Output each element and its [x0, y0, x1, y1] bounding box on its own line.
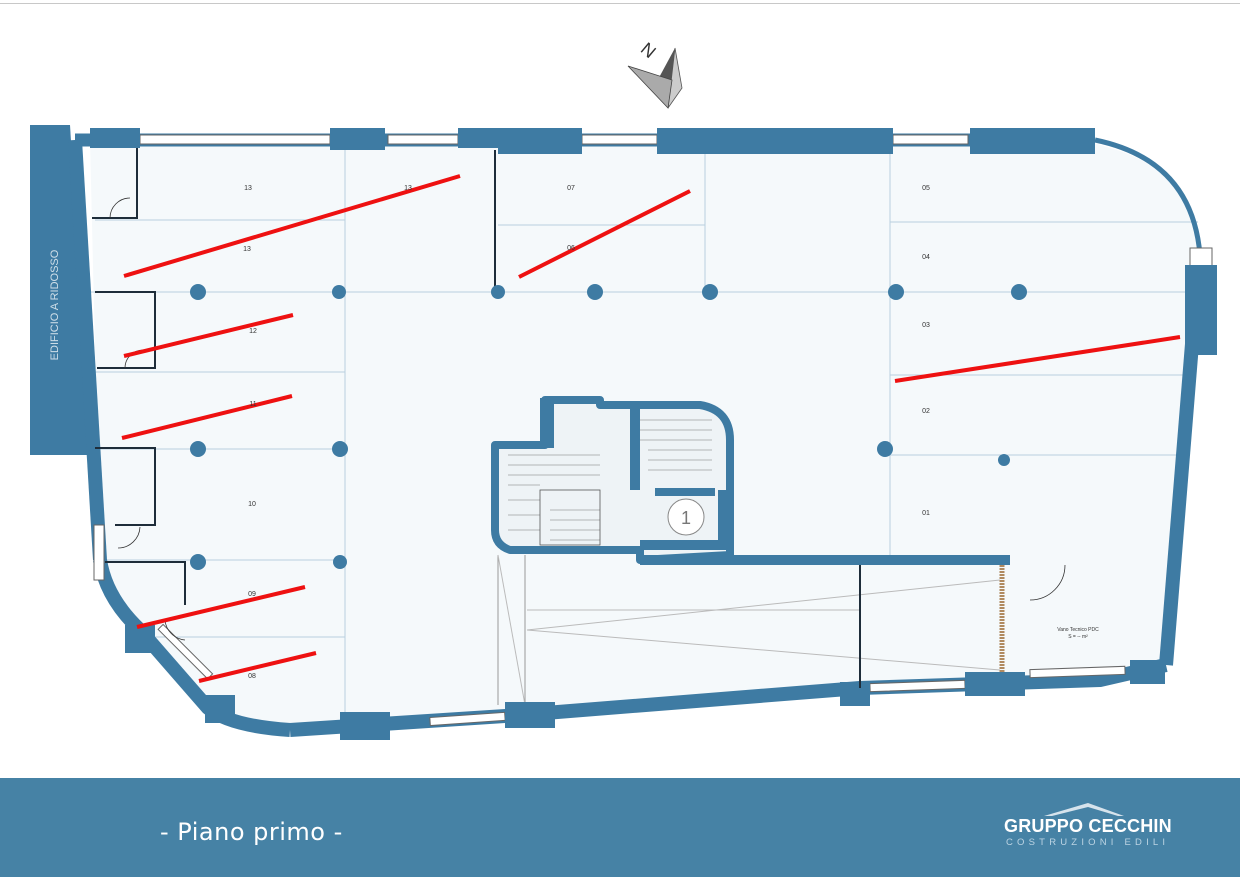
page-title: - Piano primo - — [160, 818, 343, 846]
room-label-05: 05 — [922, 185, 930, 192]
brand-tagline: COSTRUZIONI EDILI — [1006, 837, 1170, 848]
brand-name: GRUPPO CECCHIN — [1004, 816, 1172, 836]
top-divider — [0, 3, 1240, 4]
room-label-02: 02 — [922, 408, 930, 415]
north-arrow-icon: N — [627, 38, 683, 109]
room-label-11: 11 — [249, 401, 256, 408]
windows — [93, 134, 1213, 727]
north-label: N — [637, 38, 660, 62]
footer-bar: - Piano primo - GRUPPO CECCHIN COSTRUZIO… — [0, 778, 1240, 877]
adjacent-building-label: EDIFICIO A RIDOSSO — [49, 249, 61, 360]
room-label-10: 10 — [248, 501, 256, 508]
company-logo: GRUPPO CECCHIN COSTRUZIONI EDILI — [1004, 802, 1172, 852]
roof-icon — [1044, 803, 1124, 816]
room-label-06: 06 — [567, 245, 575, 252]
pilasters — [90, 128, 1217, 740]
columns — [190, 284, 1027, 570]
lift-number: 1 — [681, 508, 691, 528]
stair-core: 1 — [491, 396, 1010, 565]
room-label-03: 03 — [922, 322, 930, 329]
room-label-09: 09 — [248, 591, 256, 598]
room-label-01: 01 — [922, 510, 930, 517]
interior-walls — [92, 148, 861, 688]
floor-plan: EDIFICIO A RIDOSSO — [30, 38, 1217, 740]
red-markers — [121, 174, 1181, 683]
technical-room-area: S = -- m² — [1068, 634, 1088, 640]
room-label-04: 04 — [922, 254, 930, 261]
room-label-07: 07 — [567, 185, 575, 192]
room-label-08: 08 — [248, 673, 256, 680]
room-label-13b: 13 — [404, 185, 412, 192]
room-label-13a: 13 — [244, 185, 252, 192]
lift-symbol — [667, 498, 705, 536]
technical-room-name: Vano Tecnico PDC — [1057, 627, 1099, 633]
room-label-13c: 13 — [243, 246, 251, 253]
room-label-12: 12 — [249, 328, 257, 335]
